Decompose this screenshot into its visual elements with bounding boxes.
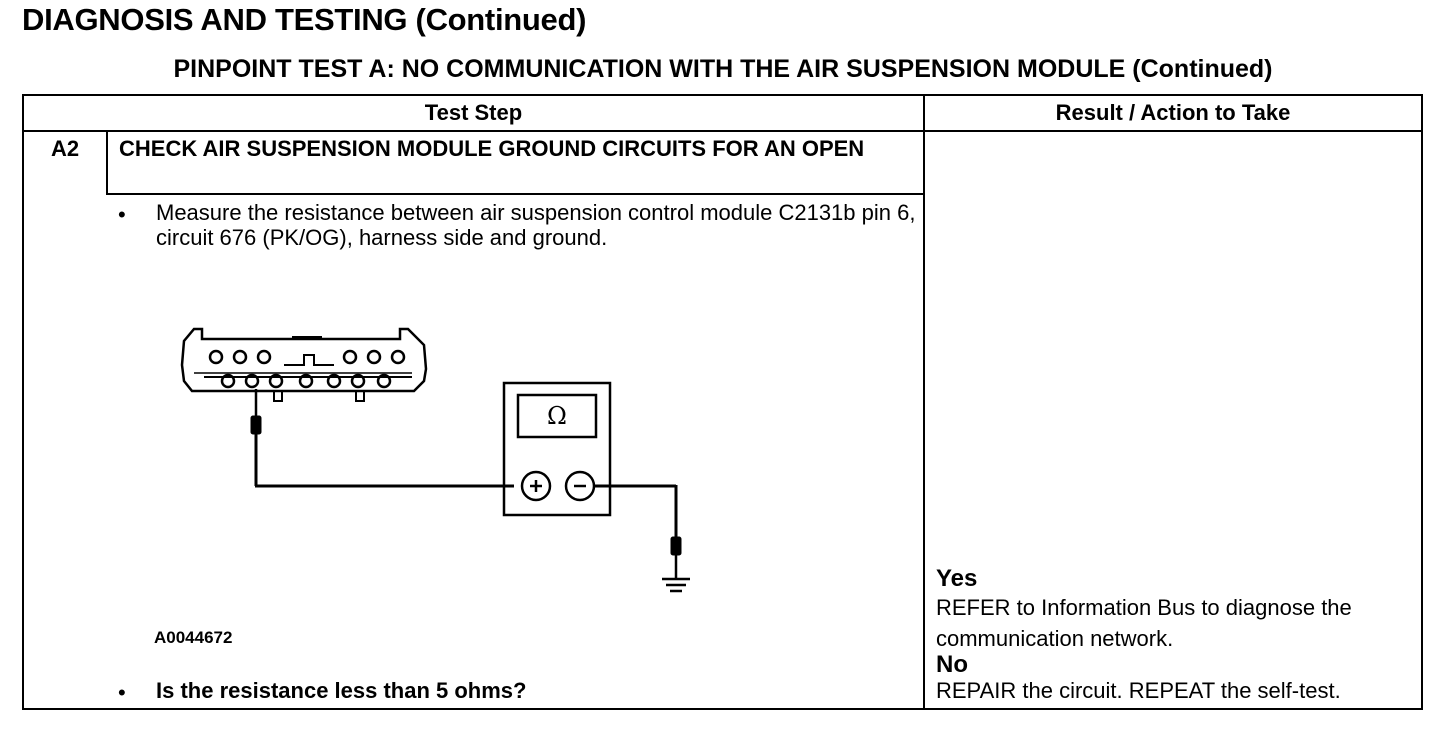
pinpoint-test-title: PINPOINT TEST A: NO COMMUNICATION WITH T… — [173, 55, 1273, 83]
positive-jack — [520, 470, 552, 502]
ohm-symbol: Ω — [547, 402, 567, 430]
connector-meter-diagram: Ω — [180, 327, 690, 593]
bullet: • — [118, 202, 126, 227]
connector-outline — [180, 327, 428, 393]
probe-negative — [670, 536, 682, 556]
page-title: DIAGNOSIS AND TESTING (Continued) — [22, 2, 587, 37]
figure-id: A0044672 — [154, 628, 233, 647]
column-divider — [923, 96, 925, 708]
result-no-label: No — [936, 651, 968, 678]
step-title-divider — [106, 193, 923, 195]
result-no-action: REPAIR the circuit. REPEAT the self-test… — [936, 678, 1341, 703]
result-yes-action: REFER to Information Bus to diagnose the… — [936, 595, 1352, 651]
meter-display — [516, 393, 598, 439]
bullet: • — [118, 680, 126, 705]
header-divider — [24, 130, 1421, 132]
result-no: No REPAIR the circuit. REPEAT the self-t… — [936, 652, 1416, 704]
result-yes-label: Yes — [936, 565, 978, 592]
test-table: Test Step Result / Action to Take A2 CHE… — [22, 94, 1423, 710]
probe-positive — [250, 415, 262, 435]
connector-latch — [284, 354, 334, 366]
step-id: A2 — [50, 136, 80, 161]
header-result-action: Result / Action to Take — [1055, 100, 1291, 125]
step-title: CHECK AIR SUSPENSION MODULE GROUND CIRCU… — [119, 136, 865, 161]
step-instruction: Measure the resistance between air suspe… — [156, 200, 916, 250]
multimeter — [502, 381, 612, 517]
result-yes: Yes REFER to Information Bus to diagnose… — [936, 566, 1416, 654]
step-id-divider — [106, 130, 108, 194]
header-test-step: Test Step — [424, 100, 523, 125]
step-question: Is the resistance less than 5 ohms? — [156, 678, 527, 703]
